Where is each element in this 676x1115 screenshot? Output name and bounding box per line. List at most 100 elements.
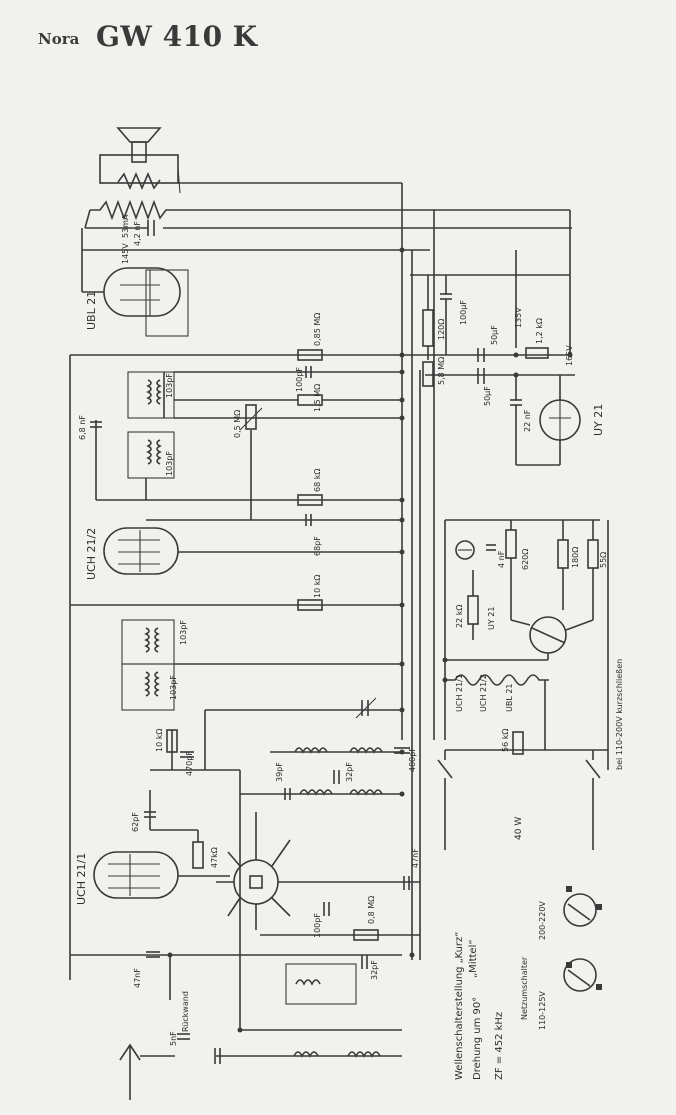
svg-text:39pF: 39pF xyxy=(275,762,284,782)
svg-text:110-125V: 110-125V xyxy=(538,991,547,1030)
svg-text:4,2 nF: 4,2 nF xyxy=(133,221,142,246)
svg-text:UCH 21/2: UCH 21/2 xyxy=(85,528,98,580)
capacitor-5nf: 5nF xyxy=(169,1031,190,1046)
svg-text:Netzumschalter: Netzumschalter xyxy=(520,956,529,1020)
svg-text:100µF: 100µF xyxy=(459,300,468,325)
antenna-symbol xyxy=(119,1043,141,1100)
svg-text:UY 21: UY 21 xyxy=(487,607,496,630)
svg-text:10 kΩ: 10 kΩ xyxy=(313,575,322,598)
svg-text:22 nF: 22 nF xyxy=(523,409,532,432)
resistor-0-85m: 0,85 MΩ xyxy=(297,313,323,361)
output-transformer-winding xyxy=(84,199,190,229)
input-coil-box xyxy=(285,963,357,1005)
svg-text:32pF: 32pF xyxy=(370,960,379,980)
svg-text:UCH 21/1: UCH 21/1 xyxy=(455,674,464,712)
svg-text:5,8 MΩ: 5,8 MΩ xyxy=(437,357,446,385)
svg-text:„Mittel“: „Mittel“ xyxy=(468,939,479,978)
voltage-selector-diagram-high xyxy=(563,886,602,927)
svg-text:bei 110-200V kurzschließen: bei 110-200V kurzschließen xyxy=(615,659,624,770)
loudspeaker xyxy=(99,127,181,194)
resistor-1-2k: 1,2 kΩ xyxy=(525,318,549,359)
svg-text:120Ω: 120Ω xyxy=(437,319,446,340)
svg-text:100pF: 100pF xyxy=(295,367,304,392)
svg-text:UY 21: UY 21 xyxy=(592,404,605,436)
capacitor-100pf-a: 100pF xyxy=(295,366,312,392)
svg-text:40 W: 40 W xyxy=(514,817,524,840)
waveband-switch xyxy=(216,812,310,930)
svg-text:470pF: 470pF xyxy=(185,751,194,776)
resistor-5-8m: 5,8 MΩ xyxy=(422,357,446,387)
svg-text:100pF: 100pF xyxy=(313,913,322,938)
mains-switch-left xyxy=(437,750,453,850)
svg-text:10 kΩ: 10 kΩ xyxy=(155,729,164,752)
capacitor-62pf: 62pF xyxy=(131,811,156,832)
resistor-22k: 22 kΩ xyxy=(455,595,479,628)
svg-text:47kΩ: 47kΩ xyxy=(210,847,219,868)
capacitor-47nf-b: 47nF xyxy=(133,951,160,988)
svg-text:32pF: 32pF xyxy=(345,762,354,782)
svg-text:47nF: 47nF xyxy=(411,848,420,868)
svg-text:103pF: 103pF xyxy=(179,620,188,645)
trimmer-capacitor-a xyxy=(355,697,377,719)
svg-text:103pF: 103pF xyxy=(165,451,174,476)
svg-text:135V: 135V xyxy=(514,307,523,328)
capacitor-100uf: 100µF xyxy=(440,275,468,355)
svg-text:0,8 MΩ: 0,8 MΩ xyxy=(367,896,376,924)
model-name: GW 410 K xyxy=(96,20,258,53)
svg-text:1,2 kΩ: 1,2 kΩ xyxy=(535,318,544,344)
capacitor-50uf-b: 50µF xyxy=(477,368,492,406)
trimmer-capacitor-c: 32pF xyxy=(361,955,379,980)
brand-name: Nora xyxy=(38,30,80,48)
svg-text:145V: 145V xyxy=(121,243,130,264)
trimmer-capacitor-b: 32pF xyxy=(333,762,354,784)
svg-text:47nF: 47nF xyxy=(133,968,142,988)
svg-text:1,5 MΩ: 1,5 MΩ xyxy=(313,384,322,412)
capacitor-4nf-heater: 4 nF xyxy=(486,544,506,568)
svg-text:400pF: 400pF xyxy=(408,747,417,772)
capacitor-68pf: 68pF xyxy=(305,514,322,556)
volume-potentiometer-0-5m: 0,5 MΩ xyxy=(233,404,263,438)
svg-text:22 kΩ: 22 kΩ xyxy=(455,605,464,628)
svg-text:Drehung um 90°: Drehung um 90° xyxy=(472,997,483,1080)
resistor-55: 55Ω xyxy=(587,539,608,569)
svg-text:103pF: 103pF xyxy=(165,373,174,398)
svg-text:0,85 MΩ: 0,85 MΩ xyxy=(313,313,322,346)
capacitor-470pf: 470pF xyxy=(180,751,194,776)
if-frequency-note: ZF = 452 kHz xyxy=(494,1012,505,1080)
mains-switch-right xyxy=(585,750,601,850)
if-transformer-2: 103pF xyxy=(127,431,175,479)
svg-text:53mA: 53mA xyxy=(121,214,130,238)
svg-text:UCH 21/2: UCH 21/2 xyxy=(479,674,488,712)
svg-text:56 kΩ: 56 kΩ xyxy=(501,729,510,752)
capacitor-47nf-a: 47nF xyxy=(403,848,420,890)
junction-dots xyxy=(167,247,573,1033)
svg-text:55Ω: 55Ω xyxy=(599,552,608,568)
heater-filaments xyxy=(445,674,549,750)
heater-uy21-lamp xyxy=(455,540,475,560)
capacitor-50uf-a: 50µF xyxy=(477,325,499,362)
resistor-68k: 68 kΩ xyxy=(297,469,323,506)
tube-uch21-2: UCH 21/2 xyxy=(85,527,179,580)
svg-text:UBL 21: UBL 21 xyxy=(505,683,514,712)
capacitor-4-2nf: 4,2 nF xyxy=(133,220,155,246)
svg-text:68pF: 68pF xyxy=(313,536,322,556)
svg-text:UCH 21/1: UCH 21/1 xyxy=(75,853,88,905)
tube-ubl21: UBL 21 145V 53mA xyxy=(85,214,189,337)
svg-text:180Ω: 180Ω xyxy=(571,547,580,568)
svg-text:200-220V: 200-220V xyxy=(538,901,547,940)
svg-text:6,8 nF: 6,8 nF xyxy=(78,415,87,440)
svg-text:50µF: 50µF xyxy=(483,386,492,406)
capacitor-6-8nf: 6,8 nF xyxy=(78,415,102,440)
capacitor-400pf: 400pF xyxy=(394,747,417,772)
tube-uy21: UY 21 xyxy=(539,399,605,441)
tube-uch21-1: UCH 21/1 xyxy=(75,851,179,905)
svg-text:68 kΩ: 68 kΩ xyxy=(313,469,322,492)
capacitor-100pf-b: 100pF xyxy=(313,902,330,938)
svg-text:103pF: 103pF xyxy=(169,675,178,700)
resistor-10k-a: 10 kΩ xyxy=(297,575,323,611)
svg-text:50µF: 50µF xyxy=(490,325,499,345)
svg-text:Rückwand: Rückwand xyxy=(181,991,190,1032)
resistor-47k: 47kΩ xyxy=(192,841,219,869)
resistor-620: 620Ω xyxy=(505,529,530,570)
